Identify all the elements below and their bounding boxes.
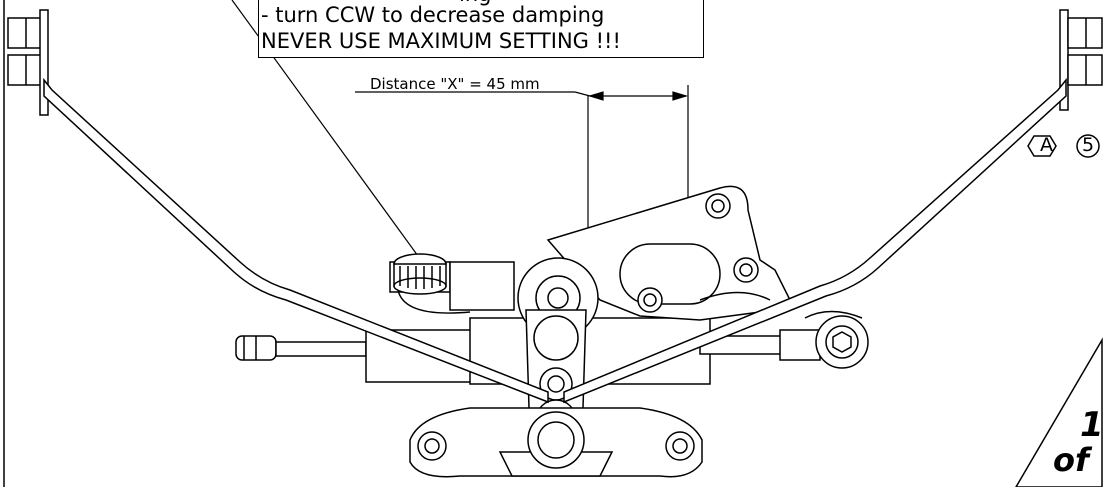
distance-label: Distance "X" = 45 mm <box>370 75 540 93</box>
sheet-of-label: of <box>1053 441 1089 479</box>
note-line-warning: NEVER USE MAXIMUM SETTING !!! <box>261 29 621 53</box>
handlebars <box>43 77 1067 404</box>
right-clamp <box>1059 9 1103 111</box>
callout-circle-label: 5 <box>1082 134 1095 156</box>
adjuster-knob <box>389 253 515 314</box>
sheet-number: 1 <box>1080 405 1104 445</box>
sheet-triangle <box>1015 337 1103 487</box>
mounting-bracket <box>546 185 792 321</box>
note-partial-line: ing <box>459 0 491 5</box>
callout-hex-label: A <box>1040 134 1053 156</box>
note-line-ccw: - turn CCW to decrease damping <box>261 3 605 27</box>
callout-symbols <box>1027 134 1100 158</box>
damping-note: ing - turn CCW to decrease damping NEVER… <box>258 0 704 58</box>
left-clamp <box>7 9 49 116</box>
lower-clamp <box>409 407 703 478</box>
